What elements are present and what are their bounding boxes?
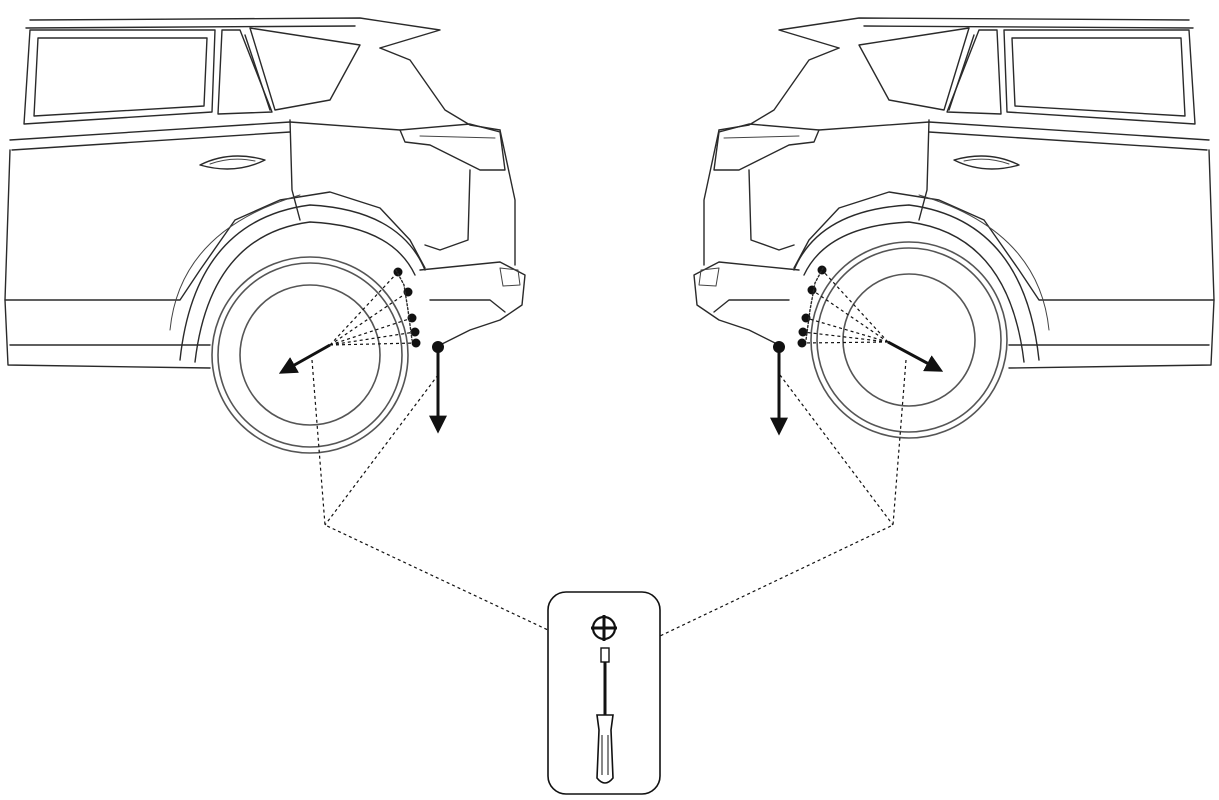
left-vehicle-outline — [4, 17, 526, 369]
right-fastener-leaders — [801, 269, 889, 344]
left-fastener-group — [278, 267, 447, 434]
left-clip-4 — [410, 327, 420, 337]
tool-callout-leaders — [311, 359, 907, 637]
right-clip-4 — [798, 327, 808, 337]
left-fastener-leaders — [329, 271, 417, 346]
phillips-screwdriver-icon — [596, 647, 614, 784]
right-clip-3 — [801, 313, 811, 323]
right-clip-2 — [807, 285, 817, 295]
phillips-cross-icon — [591, 615, 617, 641]
right-pull-outward-arrow — [887, 340, 944, 372]
right-vehicle-outline — [693, 17, 1215, 369]
left-clip-5 — [411, 338, 421, 348]
right-clip-5 — [797, 338, 807, 348]
right-rear-wheel — [810, 241, 1008, 439]
right-fastener-group — [770, 265, 944, 436]
left-rear-wheel — [211, 256, 409, 454]
left-pull-outward-arrow — [278, 343, 331, 374]
tool-callout — [547, 591, 661, 795]
